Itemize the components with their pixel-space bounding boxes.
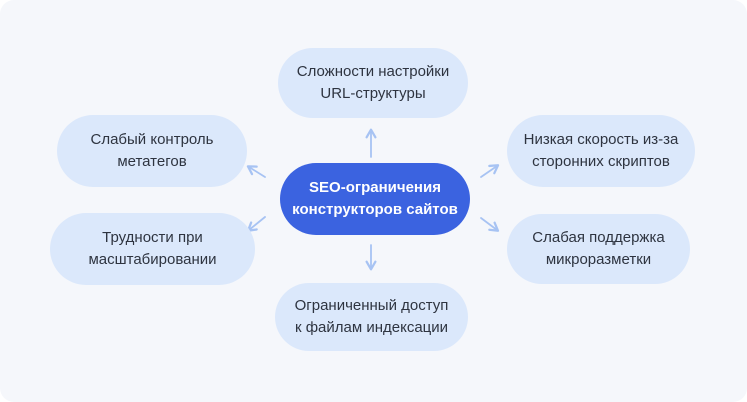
node-label-line: к файлам индексации — [294, 319, 449, 336]
node-label-line: микроразметки — [545, 251, 652, 268]
node-url-structure: Сложности настройки URL-структуры — [278, 48, 468, 118]
node-label-line: Сложности настройки — [296, 63, 450, 80]
arrow-top-right — [480, 164, 500, 178]
node-label-line: Низкая скорость из-за — [523, 131, 679, 148]
node-index-files: Ограниченный доступ к файлам индексации — [275, 283, 468, 351]
node-label-line: Слабая поддержка — [532, 229, 665, 246]
center-node-line: конструкторов сайтов — [292, 201, 458, 218]
arrow-bottom-left — [246, 216, 266, 232]
node-scaling: Трудности при масштабировании — [50, 213, 255, 285]
arrow-top-left — [246, 165, 266, 178]
node-label-line: масштабировании — [88, 251, 217, 268]
node-meta-tags: Слабый контроль метатегов — [57, 115, 247, 187]
node-label-line: URL-структуры — [320, 85, 426, 102]
node-microdata: Слабая поддержка микроразметки — [507, 214, 690, 284]
node-label-line: сторонних скриптов — [532, 153, 670, 170]
arrow-bottom-right — [480, 217, 500, 232]
node-label-line: Ограниченный доступ — [294, 297, 449, 314]
node-label-line: Трудности при — [102, 229, 203, 246]
center-node: SEO-ограничения конструкторов сайтов — [280, 163, 470, 235]
center-node-line: SEO-ограничения — [309, 179, 441, 196]
node-label-line: метатегов — [117, 153, 187, 170]
node-script-speed: Низкая скорость из-за сторонних скриптов — [507, 115, 695, 187]
node-label-line: Слабый контроль — [90, 131, 214, 148]
